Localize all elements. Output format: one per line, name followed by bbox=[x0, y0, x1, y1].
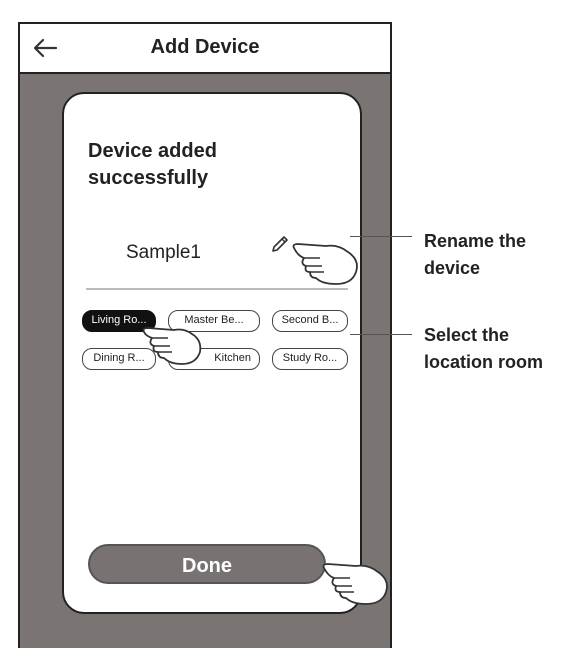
select-annotation: Select the location room bbox=[424, 322, 543, 376]
done-button[interactable]: Done bbox=[88, 544, 326, 584]
rename-annotation: Rename the device bbox=[424, 228, 526, 282]
arrow-left-icon[interactable] bbox=[30, 34, 62, 62]
room-chip-study-room[interactable]: Study Ro... bbox=[272, 348, 348, 370]
select-annotation-line2: location room bbox=[424, 352, 544, 372]
pencil-icon[interactable] bbox=[270, 234, 290, 254]
pointing-hand-icon bbox=[142, 327, 202, 365]
pointing-hand-icon bbox=[322, 563, 388, 605]
select-pointer-line bbox=[350, 334, 412, 335]
page-title: Add Device bbox=[150, 36, 260, 58]
rename-pointer-line bbox=[350, 236, 412, 237]
room-chip-master-bedroom[interactable]: Master Be... bbox=[168, 310, 260, 332]
select-annotation-line1: Select the bbox=[424, 325, 510, 345]
name-divider bbox=[86, 288, 348, 290]
rename-annotation-line1: Rename the bbox=[424, 231, 527, 251]
app-header: Add Device bbox=[20, 24, 390, 74]
device-added-card: Device added successfully Sample1 Living… bbox=[62, 92, 362, 614]
success-message: Device added successfully bbox=[88, 140, 217, 189]
pointing-hand-icon bbox=[292, 243, 358, 285]
phone-frame: Add Device Device added successfully Sam… bbox=[18, 22, 392, 648]
rename-annotation-line2: device bbox=[424, 258, 481, 278]
device-name: Sample1 bbox=[126, 242, 201, 263]
room-chip-living-room[interactable]: Living Ro... bbox=[82, 310, 156, 332]
room-chip-dining-room[interactable]: Dining R... bbox=[82, 348, 156, 370]
room-chip-second-bedroom[interactable]: Second B... bbox=[272, 310, 348, 332]
